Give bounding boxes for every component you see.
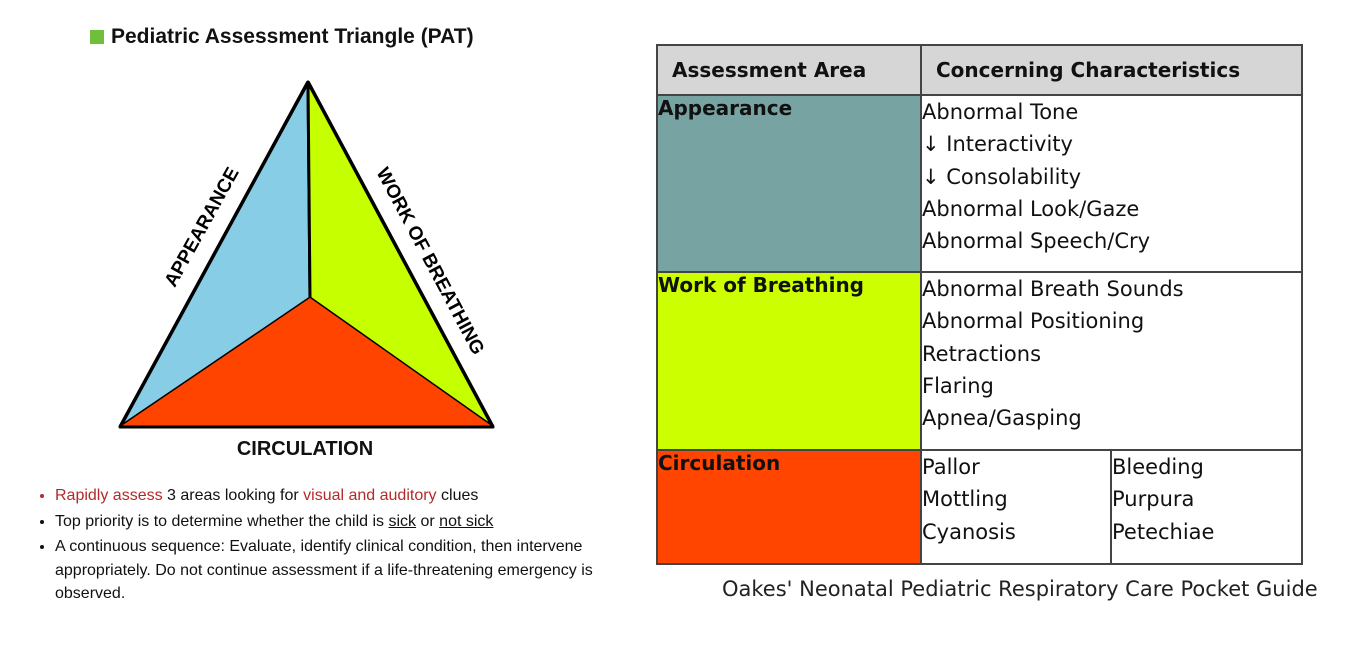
list-item: Abnormal Breath Sounds	[922, 277, 1184, 301]
triangle-circulation-region	[120, 298, 493, 427]
bullet-text: not sick	[439, 512, 494, 530]
list-item: Bleeding	[1112, 455, 1204, 479]
table-row-circulation: Circulation Pallor Mottling Cyanosis Ble…	[656, 449, 1304, 565]
list-item: Pallor	[922, 455, 980, 479]
area-cell-work-of-breathing: Work of Breathing	[656, 271, 922, 451]
bullet-text: clues	[436, 487, 479, 504]
bullet-text: or	[416, 512, 440, 530]
pat-title-text: Pediatric Assessment Triangle (PAT)	[111, 25, 474, 48]
characteristics-cell-circulation-col1: Pallor Mottling Cyanosis	[920, 449, 1112, 565]
bullet-text: visual and auditory	[303, 487, 437, 504]
characteristics-cell-circulation-col2: Bleeding Purpura Petechiae	[1109, 449, 1304, 565]
assessment-table-panel: Assessment Area Concerning Characteristi…	[656, 44, 1304, 565]
header-assessment-area: Assessment Area	[656, 44, 922, 96]
list-item: Flaring	[922, 373, 994, 398]
list-item: Petechiae	[1112, 519, 1215, 544]
characteristics-cell-work-of-breathing: Abnormal Breath Sounds Abnormal Position…	[919, 271, 1304, 451]
bullet-text: 3 areas looking for	[162, 487, 304, 504]
list-item: Retractions	[922, 341, 1042, 366]
bullet-item: Top priority is to determine whether the…	[55, 510, 635, 534]
list-item: Abnormal Look/Gaze	[922, 196, 1140, 221]
pat-triangle: APPEARANCE WORK OF BREATHING	[118, 80, 495, 429]
list-item: Abnormal Positioning	[922, 309, 1145, 334]
bullet-item: A continuous sequence: Evaluate, identif…	[55, 535, 635, 606]
list-item: Apnea/Gasping	[922, 406, 1082, 431]
pat-bullet-list: Rapidly assess 3 areas looking for visua…	[28, 484, 635, 608]
list-item: Purpura	[1112, 487, 1195, 512]
list-item: Cyanosis	[922, 519, 1016, 544]
characteristics-cell-appearance: Abnormal Tone ↓ Interactivity ↓ Consolab…	[919, 94, 1304, 273]
table-row-work-of-breathing: Work of Breathing Abnormal Breath Sounds…	[656, 271, 1304, 451]
source-citation: Oakes' Neonatal Pediatric Respiratory Ca…	[722, 577, 1318, 601]
pat-panel: Pediatric Assessment Triangle (PAT) APPE…	[0, 0, 640, 666]
table-header-row: Assessment Area Concerning Characteristi…	[656, 44, 1304, 96]
bullet-text: Top priority is to determine whether the…	[55, 512, 389, 530]
list-item: Mottling	[922, 487, 1008, 512]
bullet-text: Rapidly assess	[55, 487, 163, 504]
bullet-text: sick	[388, 512, 417, 530]
list-item: Abnormal Tone	[922, 100, 1079, 124]
list-item: ↓ Consolability	[922, 164, 1082, 189]
assessment-table: Assessment Area Concerning Characteristi…	[656, 44, 1304, 565]
circulation-side-label: CIRCULATION	[236, 438, 374, 460]
bullet-text: A continuous sequence: Evaluate, identif…	[55, 538, 593, 602]
area-cell-appearance: Appearance	[656, 94, 922, 273]
triangle-left-edge	[118, 81, 310, 428]
triangle-right-edge	[306, 81, 495, 428]
list-item: Abnormal Speech/Cry	[922, 229, 1151, 254]
pat-title: Pediatric Assessment Triangle (PAT)	[90, 25, 474, 49]
area-cell-circulation: Circulation	[656, 449, 922, 565]
green-square-icon	[90, 30, 104, 44]
table-row-appearance: Appearance Abnormal Tone ↓ Interactivity…	[656, 94, 1304, 273]
header-concerning-characteristics: Concerning Characteristics	[919, 44, 1304, 96]
bullet-item: Rapidly assess 3 areas looking for visua…	[55, 484, 635, 508]
list-item: ↓ Interactivity	[922, 132, 1073, 157]
